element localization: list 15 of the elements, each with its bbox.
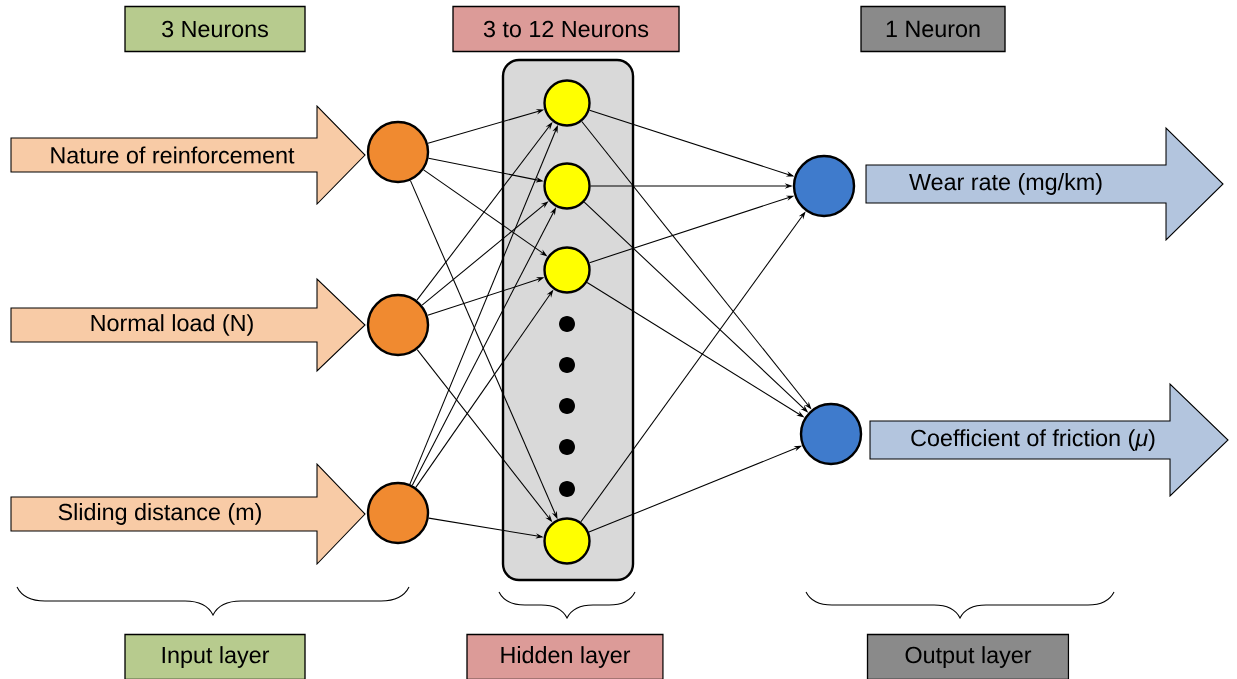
label-box: Output layer — [866, 633, 1070, 679]
hidden-neuron — [543, 162, 591, 210]
input-neuron — [366, 120, 430, 184]
output-neuron — [792, 154, 856, 218]
label-box: Hidden layer — [466, 633, 664, 679]
label-box: Input layer — [124, 633, 306, 679]
label-box: 1 Neuron — [860, 5, 1006, 53]
hidden-neuron — [543, 517, 591, 565]
hidden-neuron — [543, 246, 591, 294]
hidden-neuron — [543, 79, 591, 127]
label-box: 3 to 12 Neurons — [452, 5, 680, 53]
output-neuron — [799, 402, 863, 466]
input-neuron — [366, 481, 430, 545]
label-box: 3 Neurons — [124, 5, 306, 53]
input-neuron — [366, 293, 430, 357]
